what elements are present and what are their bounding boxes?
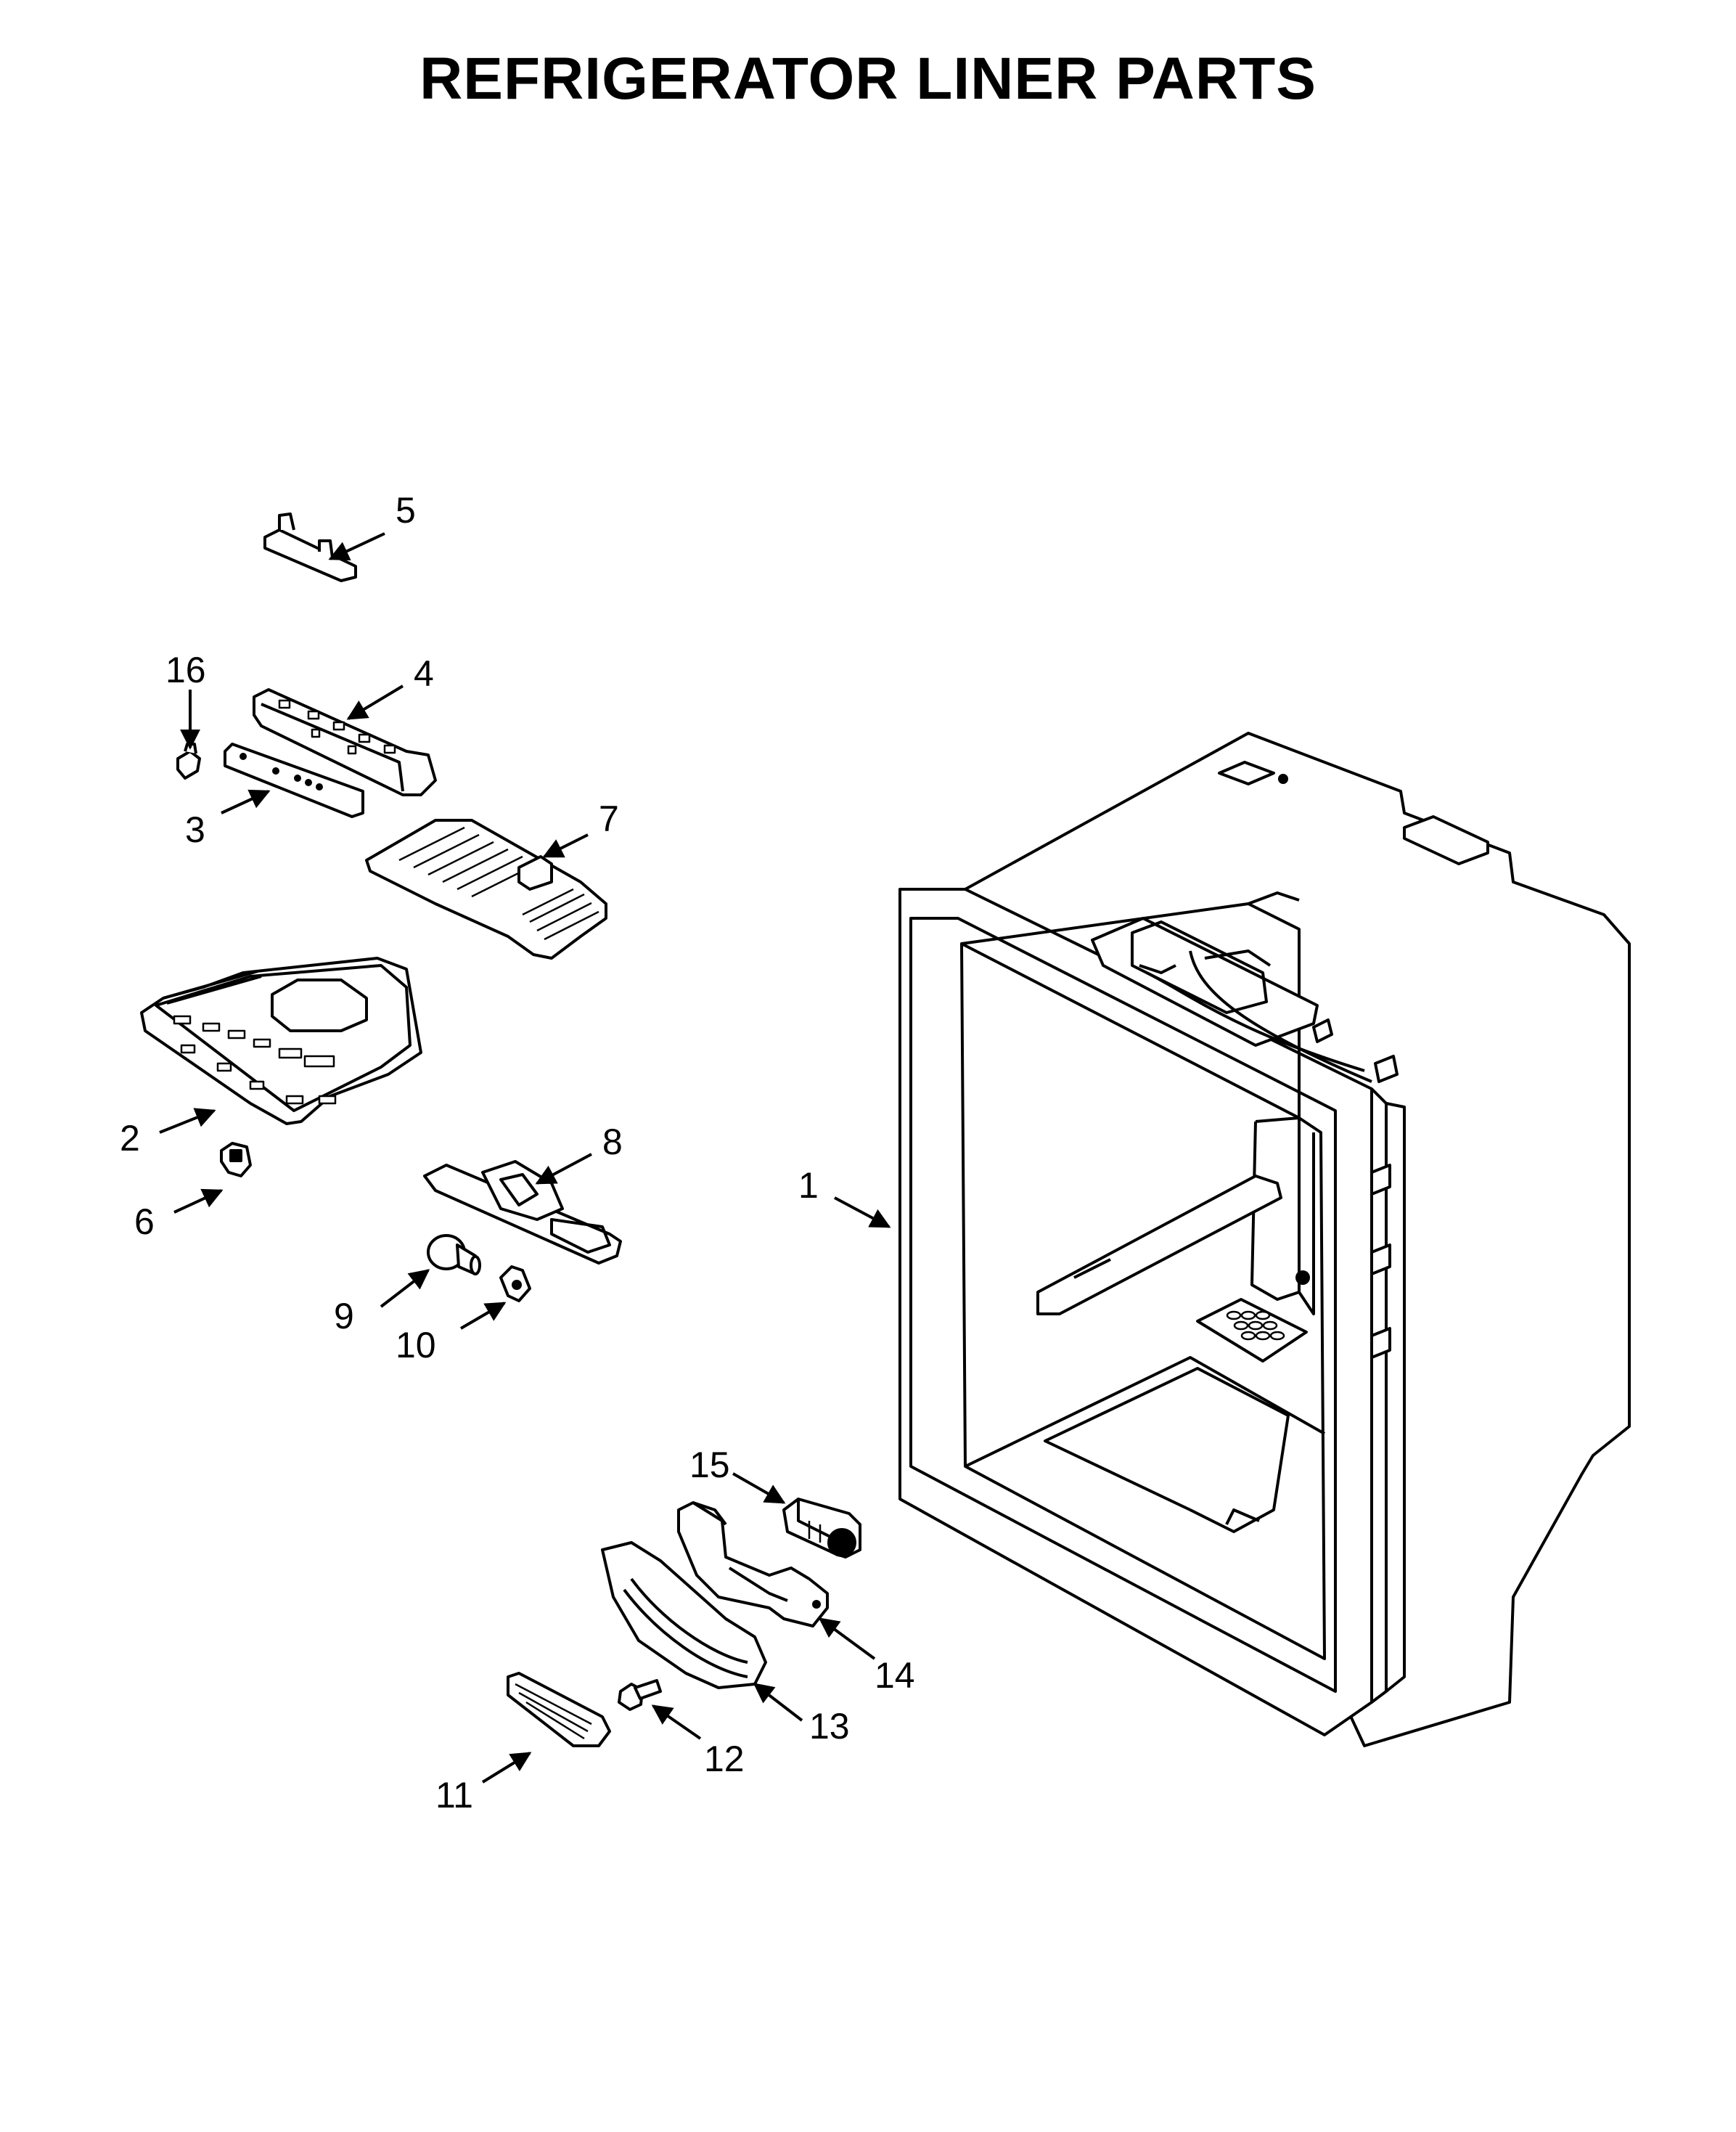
- part-3-gasket[interactable]: [224, 743, 364, 818]
- part-14-bracket[interactable]: [677, 1501, 829, 1627]
- part-4-control-bracket[interactable]: [253, 688, 437, 796]
- callout-5: 5: [396, 490, 416, 531]
- leader-arrows: [159, 532, 891, 1784]
- callout-12: 12: [704, 1739, 745, 1779]
- callout-2: 2: [120, 1118, 140, 1159]
- callout-6: 6: [134, 1201, 155, 1242]
- part-13-cover[interactable]: [601, 1541, 767, 1689]
- part-6-switch[interactable]: [220, 1142, 252, 1177]
- callout-11: 11: [435, 1775, 473, 1816]
- callout-15: 15: [689, 1445, 730, 1485]
- callout-14: 14: [875, 1655, 915, 1696]
- callout-10: 10: [396, 1325, 436, 1365]
- part-8-light-housing[interactable]: [423, 1160, 622, 1265]
- part-16-fastener[interactable]: [176, 743, 201, 780]
- callout-8: 8: [602, 1122, 623, 1162]
- callout-7: 7: [599, 799, 619, 839]
- part-5-clip[interactable]: [263, 512, 357, 582]
- part-15-module[interactable]: [782, 1498, 861, 1559]
- callout-4: 4: [414, 653, 434, 694]
- part-1-liner[interactable]: [898, 732, 1631, 1747]
- callout-13: 13: [809, 1706, 850, 1747]
- page-title: REFRIGERATOR LINER PARTS: [419, 46, 1317, 112]
- callout-9: 9: [334, 1296, 354, 1336]
- part-12-screw[interactable]: [618, 1679, 662, 1711]
- part-10-socket[interactable]: [499, 1265, 531, 1302]
- part-2-housing[interactable]: [140, 957, 422, 1125]
- callout-numbers: 1 2 3 4 5 6 7 8 9 10 11 12 13 14 15 16: [120, 490, 915, 1816]
- part-9-bulb[interactable]: [427, 1234, 481, 1275]
- part-7-air-diffuser[interactable]: [365, 819, 607, 960]
- callout-16: 16: [165, 650, 206, 690]
- callout-1: 1: [798, 1165, 819, 1206]
- callout-3: 3: [185, 809, 205, 850]
- part-11-trim[interactable]: [507, 1672, 611, 1747]
